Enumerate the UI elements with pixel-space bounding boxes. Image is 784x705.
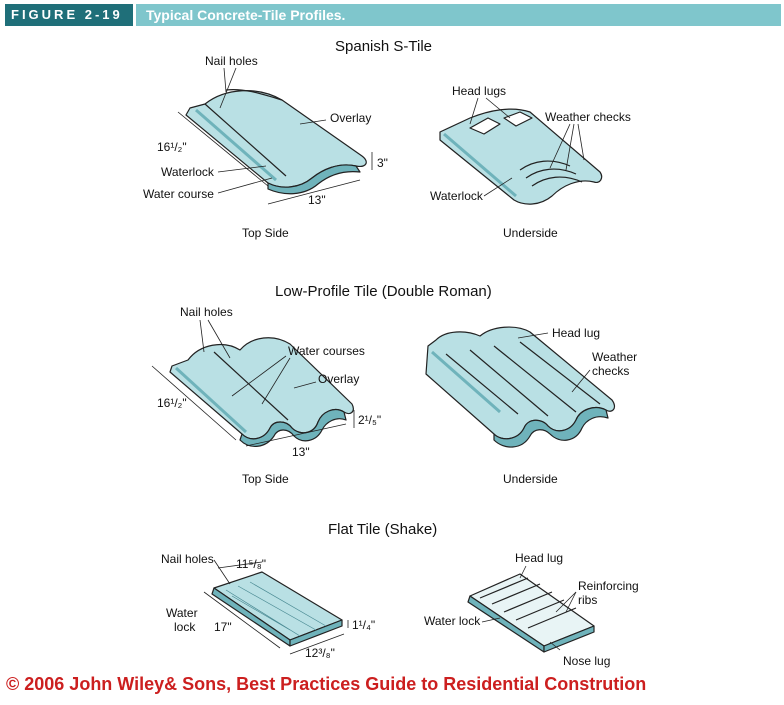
spanish-tile-underside-leaders <box>469 97 585 197</box>
label-water-lock: Water lock <box>424 614 481 628</box>
flat-tile-top-drawing <box>211 571 343 647</box>
section-title-double-roman: Low-Profile Tile (Double Roman) <box>275 283 492 300</box>
section-title-flat-tile: Flat Tile (Shake) <box>328 521 438 538</box>
label-head-lug: Head lug <box>552 326 601 340</box>
flat-tile-underside-drawing <box>467 573 595 653</box>
double-roman-underside-drawing <box>425 326 616 448</box>
figure-title: Typical Concrete-Tile Profiles. <box>136 4 781 26</box>
label-height: 3" <box>377 156 388 170</box>
copyright-watermark: © 2006 John Wiley& Sons, Best Practices … <box>6 674 647 694</box>
label-checks: checks <box>592 364 630 378</box>
spanish-tile-top-dimensions <box>177 67 373 205</box>
label-water: Water <box>166 606 198 620</box>
label-width: 13" <box>292 445 310 459</box>
label-length: 16¹/₂" <box>157 396 187 410</box>
label-water-courses: Water courses <box>288 344 365 358</box>
label-thickness: 1¹/₄" <box>352 618 376 632</box>
double-roman-top-drawing <box>169 337 354 447</box>
label-reinforcing: Reinforcing <box>578 579 639 593</box>
label-head-lugs: Head lugs <box>452 84 507 98</box>
label-weather: Weather <box>592 350 638 364</box>
spanish-tile-underside-drawing <box>439 108 603 205</box>
label-width: 13" <box>308 193 326 207</box>
flat-tile-top-dimensions <box>203 559 349 655</box>
label-nail-holes: Nail holes <box>180 305 233 319</box>
label-water-course: Water course <box>143 187 214 201</box>
caption-top-side: Top Side <box>242 226 289 240</box>
label-height: 2¹/₅" <box>358 413 382 427</box>
section-title-spanish-s-tile: Spanish S-Tile <box>335 38 432 55</box>
double-roman-top-dimensions <box>151 319 355 447</box>
label-overlay: Overlay <box>330 111 372 125</box>
flat-tile-underside-leaders <box>481 565 577 651</box>
figure-number: FIGURE 2-19 <box>5 4 133 26</box>
label-overlay: Overlay <box>318 372 360 386</box>
label-width-top: 11⁵/₈" <box>236 557 266 571</box>
label-head-lug: Head lug <box>515 551 564 565</box>
caption-top-side: Top Side <box>242 472 289 486</box>
label-nose-lug: Nose lug <box>563 654 611 668</box>
label-ribs: ribs <box>578 593 598 607</box>
label-lock: lock <box>174 620 196 634</box>
label-waterlock: Waterlock <box>161 165 214 179</box>
label-nail-holes: Nail holes <box>161 552 214 566</box>
caption-underside: Underside <box>503 472 558 486</box>
double-roman-underside-leaders <box>517 332 591 393</box>
label-length: 17" <box>214 620 232 634</box>
label-nail-holes: Nail holes <box>205 54 258 68</box>
label-width-bottom: 12³/₈" <box>305 646 335 660</box>
caption-underside: Underside <box>503 226 558 240</box>
spanish-tile-top-drawing <box>185 89 367 195</box>
label-length: 16¹/₂" <box>157 140 187 154</box>
label-waterlock-underside: Waterlock <box>430 189 483 203</box>
label-weather-checks: Weather checks <box>545 110 631 124</box>
figure-header: FIGURE 2-19 Typical Concrete-Tile Profil… <box>5 4 781 26</box>
